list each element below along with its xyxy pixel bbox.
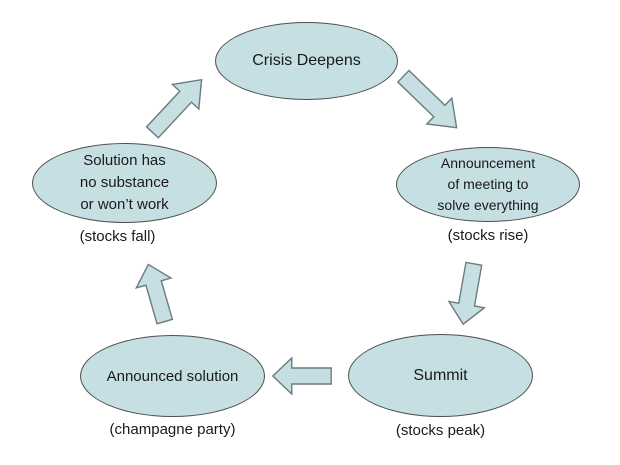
node-label-line: Announced solution xyxy=(106,367,239,385)
arrow-announced-to-solution-icon xyxy=(130,258,183,327)
arrow-solution-to-crisis-icon xyxy=(138,66,216,146)
crisis-deepens-ellipse: Crisis Deepens xyxy=(215,22,398,100)
caption-stocks-fall: (stocks fall) xyxy=(79,228,156,245)
caption-champagne-party: (champagne party) xyxy=(109,421,236,438)
arrow-crisis-to-announcement-icon xyxy=(389,62,470,142)
summit-ellipse: Summit xyxy=(348,334,533,417)
node-label-line: of meeting to xyxy=(447,176,529,192)
node-label-line: or won’t work xyxy=(80,196,169,213)
arrow-summit-to-announced-icon xyxy=(272,357,332,395)
announcement-ellipse: Announcement of meeting to solve everyth… xyxy=(396,147,580,222)
node-crisis-deepens: Crisis Deepens xyxy=(215,22,398,100)
caption-stocks-rise: (stocks rise) xyxy=(447,227,529,244)
node-label-line: no substance xyxy=(79,174,170,191)
arrow-announcement-to-summit-icon xyxy=(444,260,492,329)
node-label-line: solve everything xyxy=(437,197,539,213)
node-summit: Summit xyxy=(348,334,533,417)
node-announced-solution: Announced solution xyxy=(80,335,265,417)
node-label-line: Summit xyxy=(413,366,468,384)
node-label-line: Crisis Deepens xyxy=(252,52,361,69)
node-announcement: Announcement of meeting to solve everyth… xyxy=(396,147,580,222)
caption-stocks-peak: (stocks peak) xyxy=(395,422,486,439)
announced-solution-ellipse: Announced solution xyxy=(80,335,265,417)
node-solution-no-substance: Solution has no substance or won’t work xyxy=(32,143,217,223)
solution-no-substance-ellipse: Solution has no substance or won’t work xyxy=(32,143,217,223)
node-label-line: Solution has xyxy=(83,152,166,169)
node-label-line: Announcement xyxy=(440,155,536,171)
